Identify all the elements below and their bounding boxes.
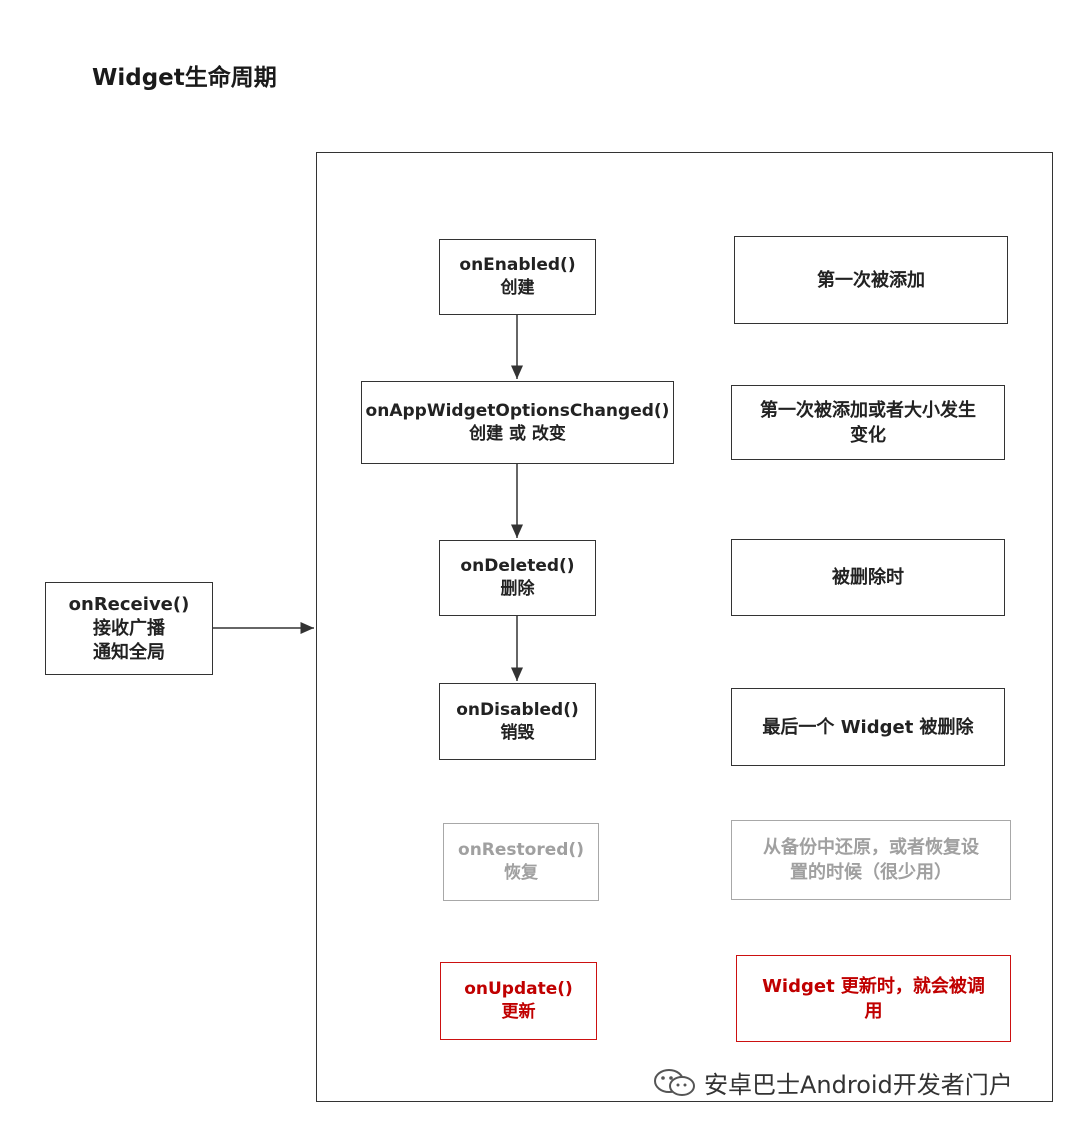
desc-deleted-box: 被删除时 [731, 539, 1005, 616]
on-receive-method: onReceive() [68, 593, 190, 615]
desc-update-line-1: Widget 更新时，就会被调 [762, 975, 985, 997]
on-restored-label: 恢复 [504, 863, 538, 883]
on-options-changed-box: onAppWidgetOptionsChanged() 创建 或 改变 [361, 381, 674, 464]
desc-disabled-text: 最后一个 Widget 被删除 [762, 716, 974, 738]
desc-disabled-box: 最后一个 Widget 被删除 [731, 688, 1005, 766]
on-enabled-label: 创建 [500, 278, 535, 298]
desc-update-line-2: 用 [864, 1000, 883, 1022]
on-update-box: onUpdate() 更新 [440, 962, 597, 1040]
desc-restored-line-2: 置的时候（很少用） [790, 862, 952, 883]
on-options-changed-method: onAppWidgetOptionsChanged() [365, 400, 670, 421]
watermark: 安卓巴士Android开发者门户 [652, 1065, 1013, 1100]
desc-enabled-text: 第一次被添加 [817, 269, 925, 291]
on-enabled-box: onEnabled() 创建 [439, 239, 596, 315]
on-restored-method: onRestored() [458, 840, 584, 860]
desc-restored-line-1: 从备份中还原，或者恢复设 [763, 837, 979, 858]
on-deleted-label: 删除 [500, 579, 535, 599]
on-disabled-label: 销毁 [500, 722, 535, 743]
on-receive-line-1: 接收广播 [93, 617, 165, 639]
desc-deleted-text: 被删除时 [832, 567, 904, 588]
desc-options-changed-box: 第一次被添加或者大小发生 变化 [731, 385, 1005, 460]
on-options-changed-label: 创建 或 改变 [469, 423, 566, 444]
on-deleted-box: onDeleted() 删除 [439, 540, 596, 616]
on-disabled-box: onDisabled() 销毁 [439, 683, 596, 760]
on-disabled-method: onDisabled() [456, 699, 579, 720]
lifecycle-frame [316, 152, 1053, 1102]
chat-bubbles-icon [654, 1068, 695, 1096]
desc-options-changed-line-1: 第一次被添加或者大小发生 [760, 399, 976, 421]
desc-restored-box: 从备份中还原，或者恢复设 置的时候（很少用） [731, 820, 1011, 900]
desc-enabled-box: 第一次被添加 [734, 236, 1008, 324]
on-receive-line-2: 通知全局 [93, 641, 165, 663]
desc-update-box: Widget 更新时，就会被调 用 [736, 955, 1011, 1042]
on-restored-box: onRestored() 恢复 [443, 823, 599, 901]
on-update-method: onUpdate() [464, 979, 573, 999]
watermark-text: 安卓巴士Android开发者门户 [704, 1071, 1013, 1099]
on-enabled-method: onEnabled() [459, 255, 576, 275]
on-deleted-method: onDeleted() [460, 556, 575, 576]
page-title: Widget生命周期 [92, 65, 277, 91]
on-update-label: 更新 [501, 1002, 536, 1022]
on-receive-box: onReceive() 接收广播 通知全局 [45, 582, 213, 675]
desc-options-changed-line-2: 变化 [850, 424, 886, 446]
